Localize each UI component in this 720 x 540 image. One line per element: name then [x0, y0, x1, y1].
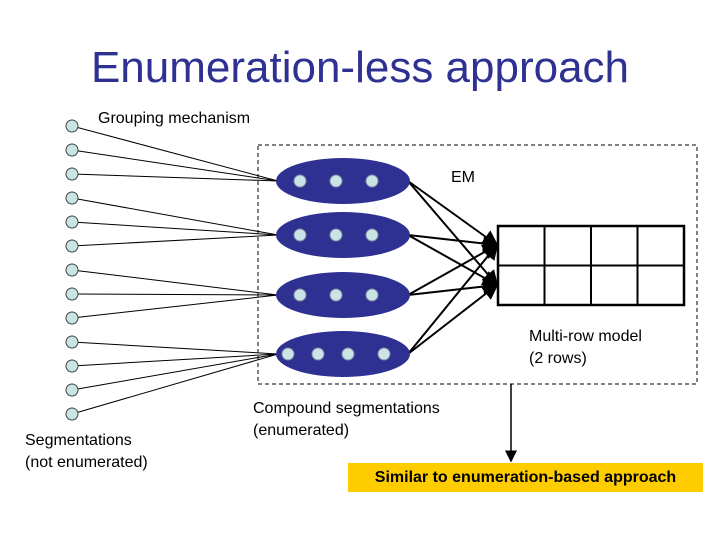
grouping-link [71, 197, 279, 236]
compound-node [365, 228, 379, 242]
segmentation-node [65, 119, 79, 133]
segmentation-node [65, 215, 79, 229]
compound-label-line2: (enumerated) [253, 422, 350, 439]
grouping-link [71, 173, 279, 182]
compound-node [329, 228, 343, 242]
grouping-link [71, 234, 279, 247]
compound-node [329, 174, 343, 188]
segmentation-node [65, 287, 79, 301]
compound-node [365, 288, 379, 302]
em-dashed-box [257, 144, 698, 385]
em-arrow [407, 180, 499, 247]
compound-segmentation-ellipse [276, 212, 410, 258]
grouping-link [71, 125, 279, 182]
model-label-line2: (2 rows) [529, 350, 587, 367]
em-arrow [407, 234, 499, 286]
grouping-mechanism-label: Grouping mechanism [98, 110, 251, 127]
grouping-link [71, 269, 279, 296]
grouping-link [71, 341, 279, 355]
multi-row-model-table [496, 224, 686, 307]
grouping-link [71, 221, 279, 236]
grouping-link [71, 353, 279, 367]
compound-node [293, 228, 307, 242]
segmentation-node [65, 383, 79, 397]
segmentation-node [65, 143, 79, 157]
segmentation-node [65, 335, 79, 349]
em-arrow [407, 180, 499, 287]
segmentation-node [65, 167, 79, 181]
grouping-link [71, 353, 279, 415]
compound-node [311, 347, 325, 361]
segmentations-label-line2: (not enumerated) [25, 454, 148, 471]
grouping-link [71, 293, 279, 296]
compound-label-line1: Compound segmentations [253, 400, 440, 417]
em-arrow [407, 243, 499, 355]
segmentation-node [65, 311, 79, 325]
segmentations-label-line1: Segmentations [25, 432, 132, 449]
grouping-link [71, 353, 279, 391]
compound-node [293, 174, 307, 188]
slide-title: Enumeration-less approach [90, 43, 630, 92]
compound-node [293, 288, 307, 302]
segmentation-node [65, 239, 79, 253]
grouping-link [71, 294, 279, 319]
em-arrow [407, 283, 499, 355]
compound-segmentation-ellipse [276, 272, 410, 318]
grouping-link [71, 149, 279, 182]
compound-node [281, 347, 295, 361]
segmentation-node [65, 407, 79, 421]
model-label-line1: Multi-row model [529, 328, 642, 345]
segmentation-node [65, 191, 79, 205]
compound-node [329, 288, 343, 302]
compound-node [341, 347, 355, 361]
em-arrow [407, 234, 499, 252]
segmentation-node [65, 263, 79, 277]
compound-node [377, 347, 391, 361]
segmentation-node [65, 359, 79, 373]
result-callout: Similar to enumeration-based approach [348, 463, 703, 492]
compound-segmentation-ellipse [276, 158, 410, 204]
compound-node [365, 174, 379, 188]
em-label: EM [451, 169, 475, 186]
